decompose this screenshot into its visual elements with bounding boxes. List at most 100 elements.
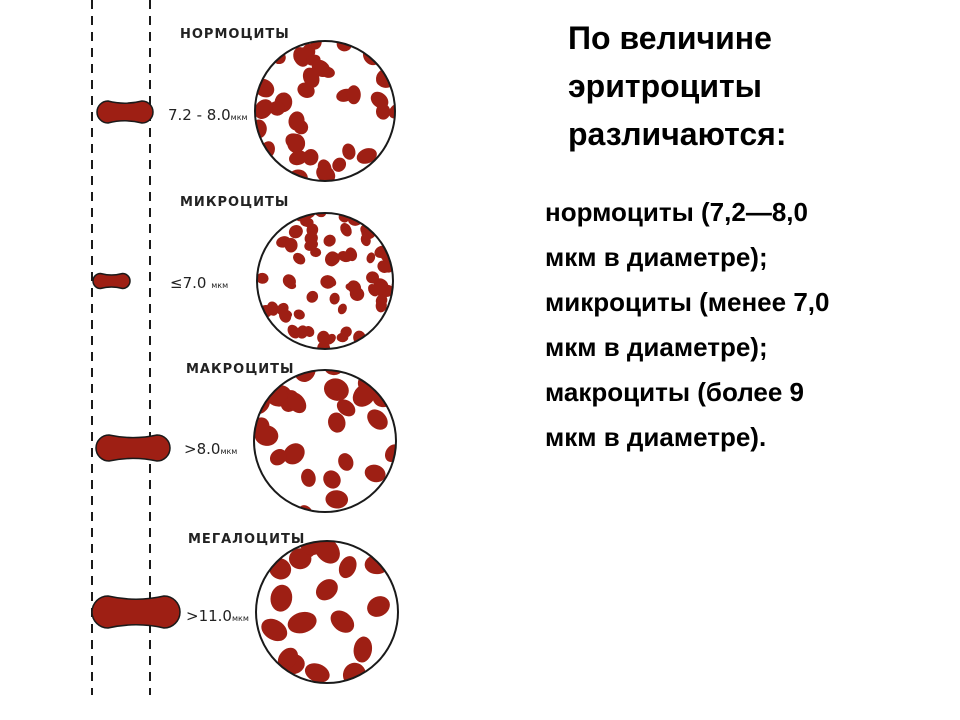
red-blood-cell — [362, 44, 383, 66]
red-blood-cell — [320, 275, 336, 289]
body-line: мкм в диаметре); — [545, 332, 768, 362]
red-blood-cell — [300, 217, 314, 227]
red-blood-cell — [254, 425, 279, 446]
size-unit: мкм — [211, 281, 229, 290]
erythrocyte-size-diagram — [91, 0, 399, 695]
red-blood-cell — [306, 290, 319, 303]
title-line: По величине — [568, 20, 772, 56]
red-blood-cell — [353, 636, 373, 663]
normocytes-microscope-field — [255, 41, 395, 181]
red-blood-cell — [340, 326, 352, 338]
red-blood-cell — [324, 370, 343, 376]
red-blood-cell — [269, 101, 285, 116]
title-line: различаются: — [568, 116, 787, 152]
label-microcytes: МИКРОЦИТЫ — [180, 195, 290, 210]
red-blood-cell — [323, 234, 336, 247]
red-blood-cell — [325, 252, 341, 266]
red-blood-cell — [346, 85, 361, 105]
red-blood-cell — [385, 444, 396, 462]
red-blood-cell — [332, 157, 347, 172]
red-blood-cell — [356, 148, 377, 164]
red-blood-cell — [255, 119, 267, 139]
red-blood-cell — [366, 271, 379, 284]
red-blood-cell — [284, 237, 298, 253]
red-blood-cell — [367, 596, 390, 617]
red-blood-cell — [293, 370, 316, 382]
red-blood-cell — [271, 50, 286, 65]
red-blood-cell — [261, 618, 288, 642]
red-blood-cell — [304, 239, 318, 251]
red-blood-cell — [336, 399, 356, 417]
red-blood-cell — [337, 251, 352, 263]
body-line: мкм в диаметре). — [545, 422, 767, 452]
red-blood-cell — [364, 464, 386, 483]
red-blood-cell — [337, 303, 347, 315]
megalocytes-field-outline — [255, 540, 399, 684]
red-blood-cell — [315, 579, 338, 601]
red-blood-cell — [314, 541, 340, 564]
red-blood-cell — [302, 149, 319, 166]
slide-body: нормоциты (7,2—8,0 мкм в диаметре); микр… — [545, 190, 829, 460]
red-blood-cell — [293, 309, 305, 320]
red-blood-cell — [304, 663, 330, 683]
size-unit: мкм — [231, 614, 249, 623]
microcytes-side-profile — [92, 272, 131, 290]
red-blood-cell — [372, 282, 387, 296]
macrocytes-microscope-field — [254, 370, 396, 512]
size-unit: мкм — [230, 113, 248, 122]
red-blood-cell — [287, 611, 317, 634]
size-microcytes: ≤7.0 мкм — [170, 274, 228, 292]
red-blood-cell — [352, 383, 377, 407]
size-value: 7.2 - 8.0 — [168, 106, 231, 124]
size-macrocytes: >8.0мкм — [184, 440, 237, 458]
red-blood-cell — [316, 164, 336, 181]
red-blood-cell — [277, 647, 299, 670]
microcytes-microscope-field — [257, 213, 393, 349]
red-blood-cell — [270, 584, 293, 612]
slide-title: По величине эритроциты различаются: — [568, 14, 787, 158]
microcytes-field-outline — [256, 212, 394, 350]
red-blood-cell — [377, 260, 391, 273]
red-blood-cell — [289, 150, 308, 166]
red-blood-cell — [301, 468, 316, 487]
red-blood-cell — [342, 143, 356, 160]
red-blood-cell — [342, 662, 367, 683]
red-blood-cell — [375, 298, 387, 313]
macrocytes-side-profile — [95, 434, 171, 462]
red-blood-cell — [330, 610, 355, 633]
red-blood-cell — [313, 213, 327, 218]
label-megalocytes: МЕГАЛОЦИТЫ — [188, 532, 306, 547]
red-blood-cell — [367, 409, 388, 430]
red-blood-cell — [366, 252, 376, 264]
red-blood-cell — [317, 330, 330, 345]
red-blood-cell — [269, 449, 287, 466]
red-blood-cell — [288, 111, 305, 131]
red-blood-cell — [293, 252, 306, 265]
label-macrocytes: МАКРОЦИТЫ — [186, 362, 295, 377]
body-line: макроциты (более 9 — [545, 377, 804, 407]
red-blood-cell — [338, 556, 357, 579]
body-line: мкм в диаметре); — [545, 242, 768, 272]
red-blood-cell — [279, 308, 292, 323]
red-blood-cell — [282, 274, 296, 288]
red-blood-cell — [288, 548, 312, 570]
red-blood-cell — [255, 78, 275, 98]
red-blood-cell — [360, 233, 371, 247]
normocytes-side-profile — [96, 100, 154, 124]
size-normocytes: 7.2 - 8.0мкм — [168, 106, 248, 124]
red-blood-cell — [329, 292, 340, 305]
macrocytes-field-outline — [253, 369, 397, 513]
body-line: микроциты (менее 7,0 — [545, 287, 830, 317]
red-blood-cell — [340, 223, 352, 237]
red-blood-cell — [283, 443, 305, 465]
size-megalocytes: >11.0мкм — [186, 607, 249, 625]
normocytes-field-outline — [254, 40, 396, 182]
red-blood-cell — [257, 272, 269, 284]
red-blood-cell — [325, 490, 349, 509]
red-blood-cell — [288, 225, 303, 239]
red-blood-cell — [287, 324, 300, 339]
body-line: нормоциты (7,2—8,0 — [545, 197, 808, 227]
red-blood-cell — [323, 378, 349, 401]
red-blood-cell — [286, 392, 307, 414]
red-blood-cell — [255, 99, 273, 119]
